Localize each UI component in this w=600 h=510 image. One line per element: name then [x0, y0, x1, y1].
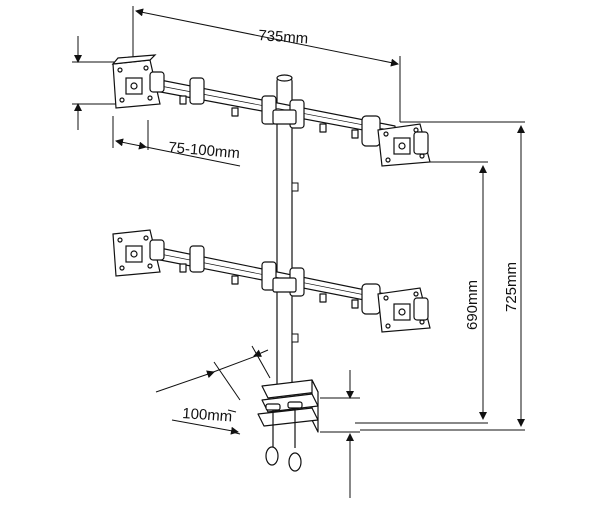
label-clamp-depth: 100mm: [182, 405, 233, 425]
vesa-plate-top-right: [377, 123, 431, 167]
vesa-plate-bottom-right: [377, 287, 431, 333]
vesa-plate-bottom-left: [112, 229, 165, 277]
bottom-arm-assembly: [149, 245, 396, 315]
label-vesa-range: 75-100mm: [168, 139, 241, 162]
label-total-width: 735mm: [258, 27, 309, 47]
desk-clamp: [257, 379, 319, 472]
dimension-labels: 735mm 75-100mm 690mm 725mm 100mm: [168, 27, 520, 425]
label-inner-height: 690mm: [464, 280, 481, 330]
top-arm-assembly: [149, 77, 396, 147]
vesa-plate-top-left: [111, 54, 165, 109]
dimension-lines: [72, 6, 525, 498]
label-total-height: 725mm: [503, 262, 520, 312]
pole: [276, 74, 299, 391]
